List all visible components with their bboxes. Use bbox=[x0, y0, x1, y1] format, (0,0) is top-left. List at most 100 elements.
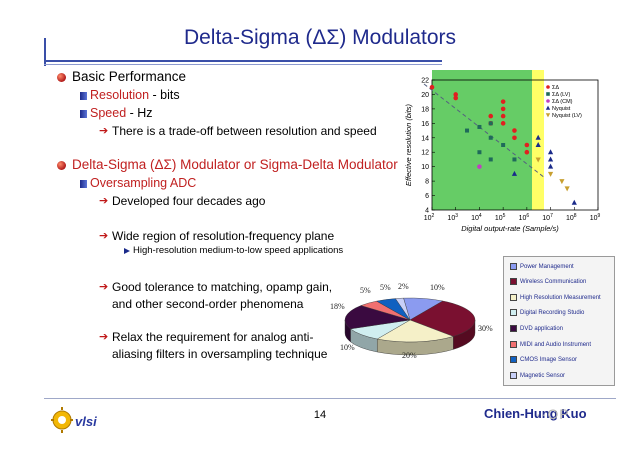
legend-label: ΣΔ (LV) bbox=[552, 92, 570, 98]
scatter-point bbox=[453, 95, 459, 101]
bullet-resolution: Resolution - bits bbox=[90, 88, 180, 102]
y-tick-label: 10 bbox=[421, 164, 429, 171]
y-tick-label: 6 bbox=[425, 193, 429, 200]
scatter-point bbox=[477, 150, 482, 155]
scatter-point bbox=[564, 186, 570, 192]
legend-marker bbox=[545, 113, 551, 118]
scatter-point bbox=[500, 121, 506, 126]
pie-label-5a: 5% bbox=[360, 286, 371, 295]
y-tick-label: 8 bbox=[425, 179, 429, 186]
sub-bullet-icon bbox=[80, 180, 87, 188]
scatter-point bbox=[488, 135, 493, 140]
legend-label: Nyquist (LV) bbox=[552, 113, 582, 119]
scatter-point bbox=[488, 113, 494, 119]
scatter-point bbox=[547, 171, 554, 177]
x-tick-label: 104 bbox=[471, 213, 482, 222]
page-number: 14 bbox=[313, 409, 327, 421]
vlsi-logo: vlsi bbox=[51, 407, 97, 433]
arrow-bullet-icon: ➔ bbox=[99, 125, 109, 137]
sigma-delta-region bbox=[432, 70, 542, 210]
sub-bullet-icon bbox=[80, 110, 87, 118]
scatter-point bbox=[453, 92, 459, 97]
legend-item: Wireless Communication bbox=[510, 278, 586, 285]
scatter-point bbox=[547, 149, 554, 155]
bullet-icon bbox=[57, 73, 66, 82]
y-tick-label: 14 bbox=[421, 135, 429, 142]
arrow-bullet-icon: ➔ bbox=[99, 230, 109, 242]
pie-label-2: 2% bbox=[398, 282, 409, 291]
pie-label-30: 30% bbox=[478, 324, 493, 333]
y-tick-label: 22 bbox=[421, 78, 429, 85]
bullet-tolerance-2: and other second-order phenomena bbox=[112, 297, 304, 311]
x-tick-label: 102 bbox=[424, 213, 435, 222]
scatter-point bbox=[501, 143, 506, 147]
bullet-icon bbox=[57, 161, 66, 170]
title-underline bbox=[44, 60, 442, 62]
legend-item: DVD application bbox=[510, 325, 563, 332]
pie-slice bbox=[344, 305, 411, 330]
bullet-relax-1: Relax the requirement for analog anti- bbox=[112, 330, 314, 344]
y-tick-label: 16 bbox=[421, 121, 429, 128]
bullet-oversampling: Oversampling ADC bbox=[90, 176, 197, 190]
footer-line bbox=[44, 398, 616, 399]
sub-bullet-icon bbox=[80, 92, 87, 100]
scatter-point bbox=[429, 84, 435, 90]
scatter-point bbox=[547, 156, 554, 162]
bullet-tradeoff: There is a trade-off between resolution … bbox=[112, 124, 377, 138]
bullet-basic-performance: Basic Performance bbox=[72, 69, 187, 84]
bullet-dsm: Delta-Sigma (ΔΣ) Modulator or Sigma-Delt… bbox=[72, 157, 398, 172]
arrow-bullet-icon: ➔ bbox=[99, 331, 109, 343]
legend-item: Digital Recording Studio bbox=[510, 309, 584, 316]
y-tick-label: 12 bbox=[421, 150, 429, 157]
pie-label-10a: 10% bbox=[430, 283, 445, 292]
pie-label-10b: 10% bbox=[340, 343, 355, 352]
scatter-point bbox=[500, 99, 506, 104]
pie-slice bbox=[409, 300, 476, 337]
pie-label-5b: 5% bbox=[380, 283, 391, 292]
y-tick-label: 20 bbox=[421, 92, 429, 99]
scatter-point bbox=[512, 135, 517, 141]
legend-swatch bbox=[510, 372, 517, 379]
scatter-point bbox=[559, 179, 565, 185]
legend-swatch bbox=[510, 356, 517, 363]
y-tick-label: 18 bbox=[421, 106, 429, 113]
scatter-point bbox=[571, 199, 577, 205]
title-underline-thin bbox=[44, 64, 442, 65]
legend-label: ΣΔ (CM) bbox=[552, 99, 573, 105]
scatter-point bbox=[547, 163, 554, 169]
title-accent-vertical bbox=[44, 38, 46, 66]
legend-item: Power Management bbox=[510, 263, 574, 270]
triangle-bullet-icon bbox=[124, 248, 130, 254]
scatter-point bbox=[535, 142, 541, 147]
scatter-point bbox=[535, 157, 541, 163]
scatter-point bbox=[500, 113, 506, 119]
pie-legend: Power Management Wireless Communication … bbox=[503, 256, 615, 386]
scatter-point bbox=[524, 142, 530, 148]
bullet-high-resolution: High-resolution medium-to-low speed appl… bbox=[133, 245, 344, 256]
resolution-value: - bits bbox=[149, 88, 180, 102]
legend-marker bbox=[546, 99, 550, 103]
legend-marker bbox=[545, 105, 551, 110]
x-axis-label: Digital output-rate (Sample/s) bbox=[461, 224, 559, 233]
legend-swatch bbox=[510, 341, 517, 348]
legend-label: ΣΔ bbox=[552, 85, 559, 91]
scatter-point bbox=[524, 149, 530, 155]
x-tick-label: 106 bbox=[519, 213, 530, 222]
bullet-decades: Developed four decades ago bbox=[112, 194, 266, 208]
scatter-point bbox=[465, 128, 470, 133]
scatter-point bbox=[535, 134, 541, 140]
scatter-point bbox=[488, 157, 493, 162]
legend-item: High Resolution Measurement bbox=[510, 294, 601, 301]
legend-item: MIDI and Audio Instrument bbox=[510, 341, 591, 348]
pie-label-18: 18% bbox=[330, 302, 345, 311]
legend-swatch bbox=[510, 309, 517, 316]
x-tick-label: 103 bbox=[447, 213, 458, 222]
slide-title: Delta-Sigma (ΔΣ) Modulators bbox=[183, 26, 457, 49]
scatter-point bbox=[511, 170, 518, 176]
watermark: ··OP bbox=[536, 406, 570, 422]
pie-slice bbox=[395, 297, 411, 321]
bullet-wide-region: Wide region of resolution-frequency plan… bbox=[112, 229, 335, 243]
legend-swatch bbox=[510, 294, 517, 301]
